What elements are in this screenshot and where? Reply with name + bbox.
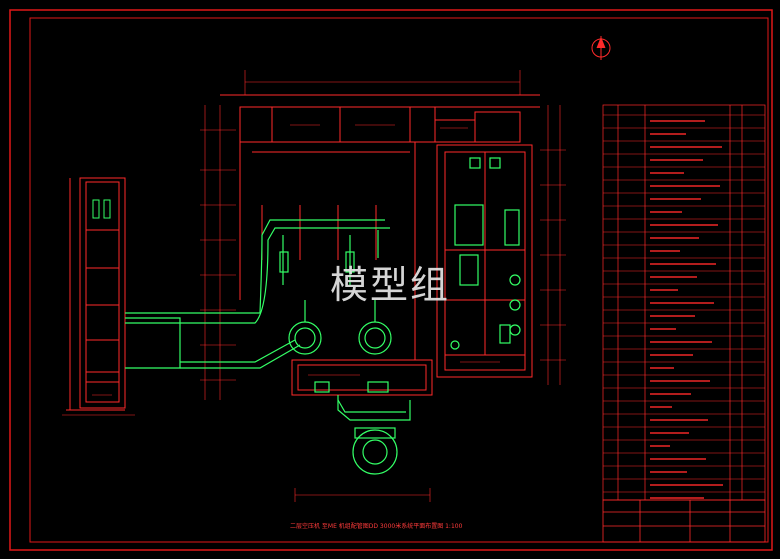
outer-frame [9,9,773,551]
left-building [66,177,126,411]
inner-frame [29,17,769,543]
legend-rows [603,114,765,499]
label-marks [92,124,500,396]
watermark-text: 模型组 [330,263,451,307]
north-arrow-icon [591,36,611,60]
main-building [220,94,540,396]
title-block [602,499,766,543]
duct-network [125,157,521,475]
dimension-lines [62,70,566,502]
left-equipment [92,199,111,219]
drawing-caption: 二层空压机 至ME 机组配管图DD 3000米系统平面布置图 1:100 [290,523,463,530]
